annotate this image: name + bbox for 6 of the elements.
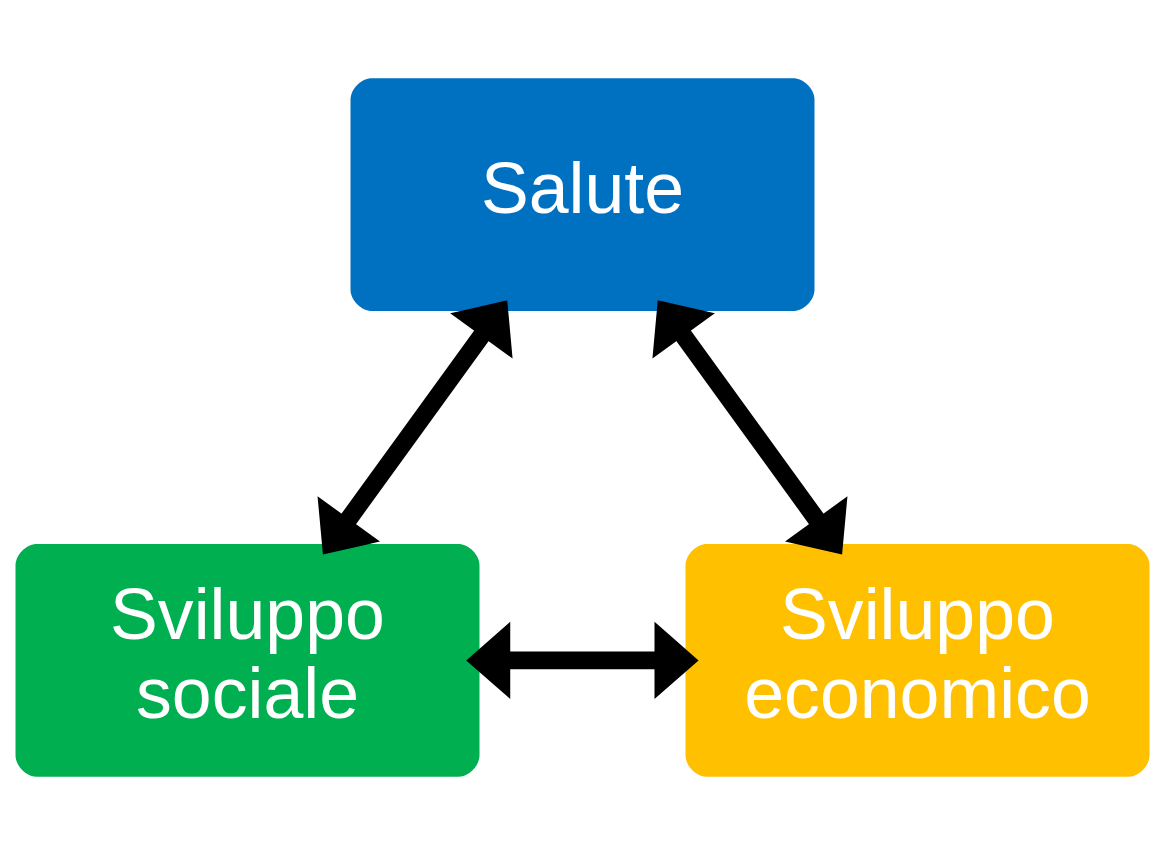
- node-box: Sviluppo economico: [685, 543, 1150, 777]
- arrow: [466, 621, 699, 699]
- node-box: Salute: [350, 78, 815, 312]
- arrow: [317, 300, 513, 555]
- arrow: [652, 300, 848, 555]
- node-box: Sviluppo sociale: [15, 543, 480, 777]
